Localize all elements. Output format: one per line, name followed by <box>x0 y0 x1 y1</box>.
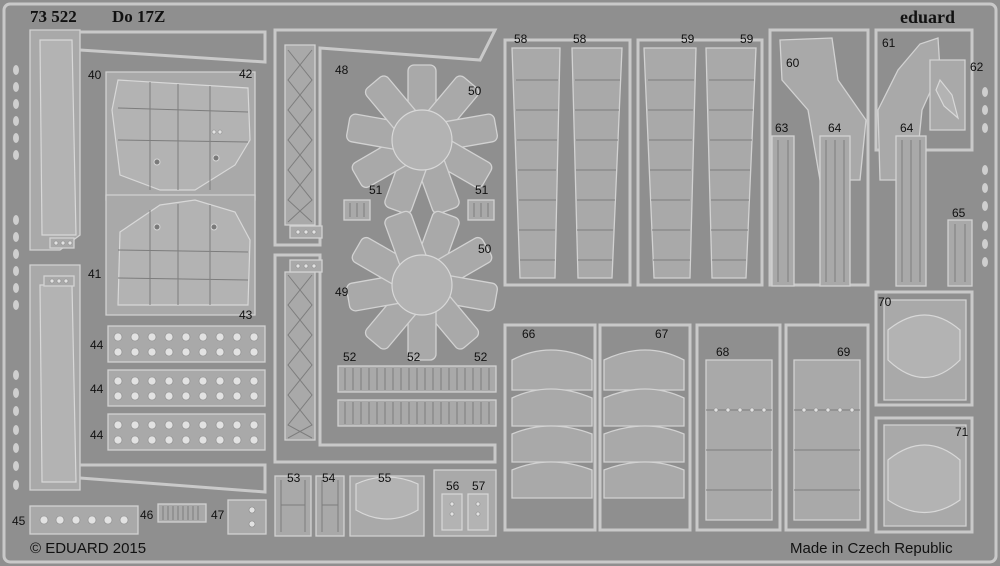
part-number-47: 47 <box>211 508 225 522</box>
part-71 <box>874 416 974 534</box>
part-48 <box>273 28 498 247</box>
part-number-58-left: 58 <box>514 32 528 46</box>
part-65 <box>947 219 973 287</box>
part-63 <box>771 135 795 287</box>
part-62 <box>929 59 966 131</box>
brand-logo: eduard <box>900 7 956 27</box>
part-number-66: 66 <box>522 327 536 341</box>
set-code: 73 522 <box>30 7 77 26</box>
part-51-left <box>343 199 371 221</box>
part-53 <box>274 475 312 537</box>
part-70 <box>874 290 974 407</box>
part-46 <box>157 503 207 523</box>
part-number-56: 56 <box>446 479 460 493</box>
part-64-left <box>819 135 851 287</box>
part-55 <box>349 475 425 537</box>
part-number-55: 55 <box>378 471 392 485</box>
kit-name: Do 17Z <box>112 7 166 26</box>
part-number-44-row2: 44 <box>90 382 104 396</box>
part-number-69: 69 <box>837 345 851 359</box>
part-number-59-right: 59 <box>740 32 754 46</box>
part-59 <box>636 38 764 287</box>
part-number-45: 45 <box>12 514 26 528</box>
part-68 <box>695 323 782 532</box>
part-50-upper <box>346 64 498 215</box>
part-number-61: 61 <box>882 36 896 50</box>
part-number-50-lower: 50 <box>478 242 492 256</box>
part-41 <box>29 264 267 494</box>
part-67 <box>598 323 692 532</box>
part-49 <box>273 253 497 464</box>
part-69 <box>784 323 870 532</box>
part-56-57 <box>433 469 497 537</box>
part-number-44-row3: 44 <box>90 428 104 442</box>
part-number-54: 54 <box>322 471 336 485</box>
part-number-59-left: 59 <box>681 32 695 46</box>
copyright-text: © EDUARD 2015 <box>30 540 147 557</box>
part-64-right <box>895 135 927 287</box>
part-40 <box>29 29 267 251</box>
part-number-62: 62 <box>970 60 984 74</box>
part-number-50-upper: 50 <box>468 84 482 98</box>
origin-text: Made in Czech Republic <box>790 540 953 557</box>
part-45 <box>29 505 139 535</box>
part-number-42: 42 <box>239 67 253 81</box>
part-number-44-row1: 44 <box>90 338 104 352</box>
part-number-48: 48 <box>335 63 349 77</box>
part-number-64-left: 64 <box>828 121 842 135</box>
part-number-60: 60 <box>786 56 800 70</box>
part-number-51-left: 51 <box>369 183 383 197</box>
part-54 <box>315 475 345 537</box>
part-number-49: 49 <box>335 285 349 299</box>
part-number-65: 65 <box>952 206 966 220</box>
part-50-lower <box>346 210 498 361</box>
part-43 <box>105 194 256 316</box>
part-number-67: 67 <box>655 327 669 341</box>
part-number-52-right: 52 <box>474 350 488 364</box>
part-number-43: 43 <box>239 308 253 322</box>
part-number-58-right: 58 <box>573 32 587 46</box>
part-number-71: 71 <box>955 425 969 439</box>
part-51-right <box>467 199 495 221</box>
part-52-strips <box>337 365 497 427</box>
part-42 <box>105 71 256 201</box>
part-number-51-right: 51 <box>475 183 489 197</box>
part-number-52-left: 52 <box>343 350 357 364</box>
part-number-53: 53 <box>287 471 301 485</box>
part-number-64-right: 64 <box>900 121 914 135</box>
part-number-57: 57 <box>472 479 486 493</box>
part-number-46: 46 <box>140 508 154 522</box>
part-66 <box>503 323 597 532</box>
part-number-63: 63 <box>775 121 789 135</box>
part-58 <box>503 38 632 287</box>
part-47 <box>227 499 267 535</box>
part-number-52-middle: 52 <box>407 350 421 364</box>
part-number-41: 41 <box>88 267 102 281</box>
part-44-rows <box>107 325 266 451</box>
frame-attachment-holes <box>13 65 988 490</box>
part-number-70: 70 <box>878 295 892 309</box>
part-number-40: 40 <box>88 68 102 82</box>
part-number-68: 68 <box>716 345 730 359</box>
